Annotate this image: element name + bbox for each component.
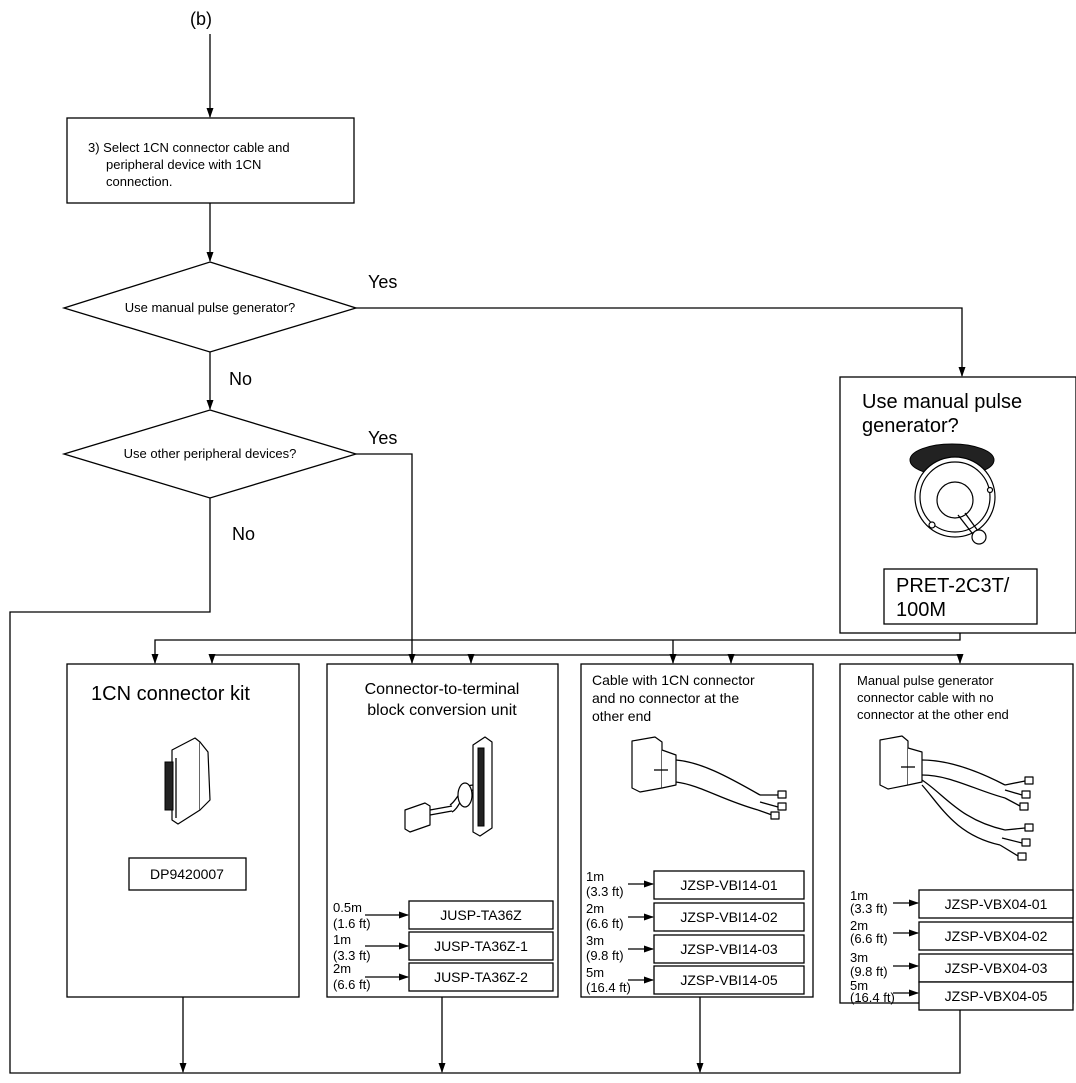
cable-row: 5m (16.4 ft) JZSP-VBI14-05 [586,965,805,995]
conversion-unit-box: Connector-to-terminal block conversion u… [326,663,559,998]
conv-title-line2: block conversion unit [367,702,517,719]
row-model: JZSP-VBI14-05 [680,972,777,988]
cable-row: 3m (9.8 ft) JZSP-VBI14-03 [586,933,805,964]
mpg-cable-illustration [879,735,1034,861]
mpg-model-line1: PRET-2C3T/ [896,575,1010,597]
mpg-cable-title-line3: connector at the other end [857,707,1009,722]
mpg-title-line1: Use manual pulse [862,391,1022,413]
row-length: 0.5m [333,900,362,915]
cable-title-line1: Cable with 1CN connector [592,672,755,688]
decision1-text: Use manual pulse generator? [125,300,296,315]
mpg-title-line2: generator? [862,415,959,437]
row-length-ft: (6.6 ft) [333,977,371,992]
decision2-yes-label: Yes [368,428,397,448]
mpg-cable-row: 5m (16.4 ft) JZSP-VBX04-05 [850,978,1074,1011]
connector-kit-box: 1CN connector kit DP9420007 [66,663,300,998]
row-length: 3m [586,933,604,948]
decision2-text: Use other peripheral devices? [124,446,297,461]
row-model: JZSP-VBX04-02 [945,928,1048,944]
row-length: 2m [850,918,868,933]
row-length-ft: (3.3 ft) [333,948,371,963]
cable-row: 1m (3.3 ft) JZSP-VBI14-01 [586,869,805,900]
row-length: 1m [333,932,351,947]
conv-title-line1: Connector-to-terminal [365,681,520,698]
row-model: JZSP-VBX04-05 [945,988,1048,1004]
decision-manual-pulse-generator: Use manual pulse generator? [61,261,359,353]
conv-row: 0.5m (1.6 ft) JUSP-TA36Z [333,900,554,931]
cable-title-line3: other end [592,708,651,724]
mpg-cable-row: 2m (6.6 ft) JZSP-VBX04-02 [850,918,1074,951]
manual-pulse-generator-box: Use manual pulse generator? PRET-2C3T/ 1… [839,376,1076,634]
row-model: JZSP-VBX04-01 [945,896,1048,912]
row-length: 1m [586,869,604,884]
row-length-ft: (9.8 ft) [586,948,624,963]
conv-row: 2m (6.6 ft) JUSP-TA36Z-2 [333,961,554,992]
start-label: (b) [190,9,212,29]
row-model: JZSP-VBI14-03 [680,941,777,957]
row-length: 5m [586,965,604,980]
mpg-cable-box: Manual pulse generator connector cable w… [839,663,1074,1011]
row-length-ft: (3.3 ft) [850,901,888,916]
decision1-no-label: No [229,369,252,389]
step3-line1: 3) Select 1CN connector cable and [88,140,290,155]
cable-1cn-illustration [631,736,787,820]
step3-line3: connection. [106,174,173,189]
bottom-merge-arrows [179,997,704,1073]
row-length-ft: (6.6 ft) [586,916,624,931]
step3-box: 3) Select 1CN connector cable and periph… [66,117,355,204]
row-length: 1m [850,888,868,903]
mpg-cable-row: 1m (3.3 ft) JZSP-VBX04-01 [850,888,1074,919]
row-model: JUSP-TA36Z-1 [434,938,528,954]
mpg-cable-row: 3m (9.8 ft) JZSP-VBX04-03 [850,950,1074,983]
cable-title-line2: and no connector at the [592,690,739,706]
cable-row: 2m (6.6 ft) JZSP-VBI14-02 [586,901,805,932]
distribution-lines [151,633,964,664]
row-model: JZSP-VBI14-01 [680,877,777,893]
row-length-ft: (6.6 ft) [850,931,888,946]
kit-title: 1CN connector kit [91,683,250,705]
yes-arrow [356,307,966,377]
mpg-cable-title-line2: connector cable with no [857,690,994,705]
row-length-ft: (1.6 ft) [333,916,371,931]
connector-kit-illustration [164,737,211,825]
decision1-yes-label: Yes [368,272,397,292]
row-model: JUSP-TA36Z [440,907,522,923]
row-length: 5m [850,978,868,993]
manual-pulse-generator-illustration [909,443,996,545]
no-bypass-line [9,498,961,1074]
row-model: JZSP-VBX04-03 [945,960,1048,976]
row-model: JUSP-TA36Z-2 [434,969,528,985]
step3-line2: peripheral device with 1CN [106,157,261,172]
yes-arrow [356,453,416,664]
row-length-ft: (16.4 ft) [586,980,631,995]
mpg-model-line2: 100M [896,599,946,621]
row-length-ft: (9.8 ft) [850,964,888,979]
mpg-cable-title-line1: Manual pulse generator [857,673,994,688]
row-length-ft: (3.3 ft) [586,884,624,899]
row-length: 2m [333,961,351,976]
conversion-unit-illustration [404,736,493,837]
row-length: 2m [586,901,604,916]
row-length: 3m [850,950,868,965]
decision-other-peripheral-devices: Use other peripheral devices? [61,409,359,499]
cable-1cn-box: Cable with 1CN connector and no connecto… [580,663,814,998]
conv-row: 1m (3.3 ft) JUSP-TA36Z-1 [333,931,554,963]
row-length-ft: (16.4 ft) [850,990,895,1005]
row-model: JZSP-VBI14-02 [680,909,777,925]
kit-model: DP9420007 [150,866,224,882]
decision2-no-label: No [232,524,255,544]
